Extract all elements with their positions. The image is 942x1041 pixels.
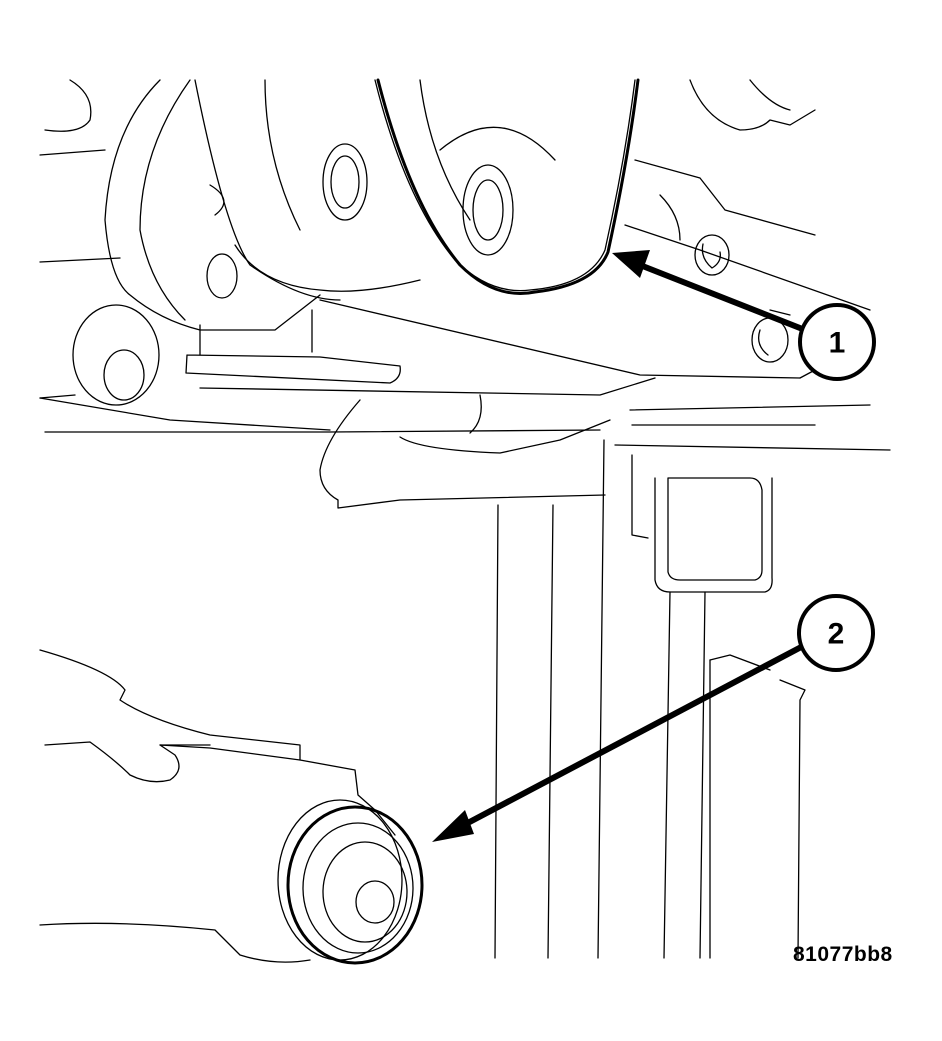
callout-1-label: 1 [829,327,846,360]
figure-id: 81077bb8 [793,943,893,966]
lower-control-arm [39,649,396,963]
callout-2-label: 2 [828,618,845,651]
callout-2: 2 [797,594,875,672]
upper-frame-lines [39,79,891,451]
control-arm-bracket [104,78,816,379]
lower-bushing [277,799,424,965]
callout-1: 1 [798,303,876,381]
frame-rails [494,439,806,959]
callout-arrows [432,250,807,842]
lower-bracket-bar [39,309,656,509]
upper-bushing-holes [72,143,514,406]
